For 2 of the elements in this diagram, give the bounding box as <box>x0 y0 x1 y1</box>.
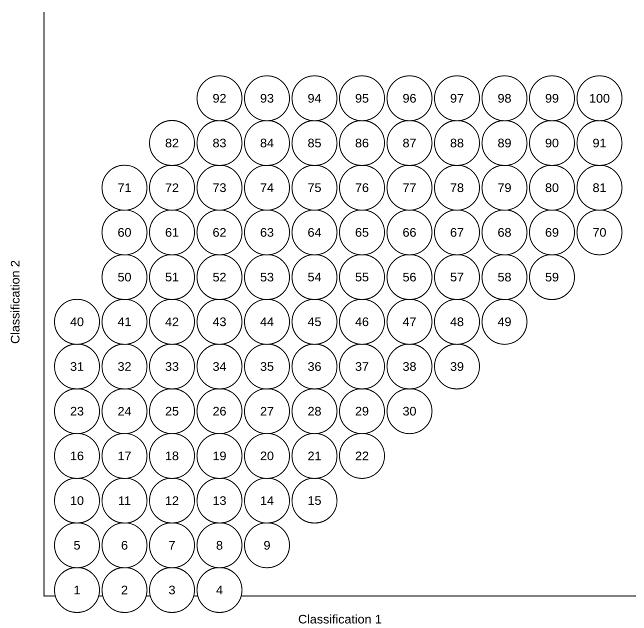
axis-title: Classification 1 <box>298 614 382 624</box>
axis-title: Classification 2 <box>10 260 20 344</box>
